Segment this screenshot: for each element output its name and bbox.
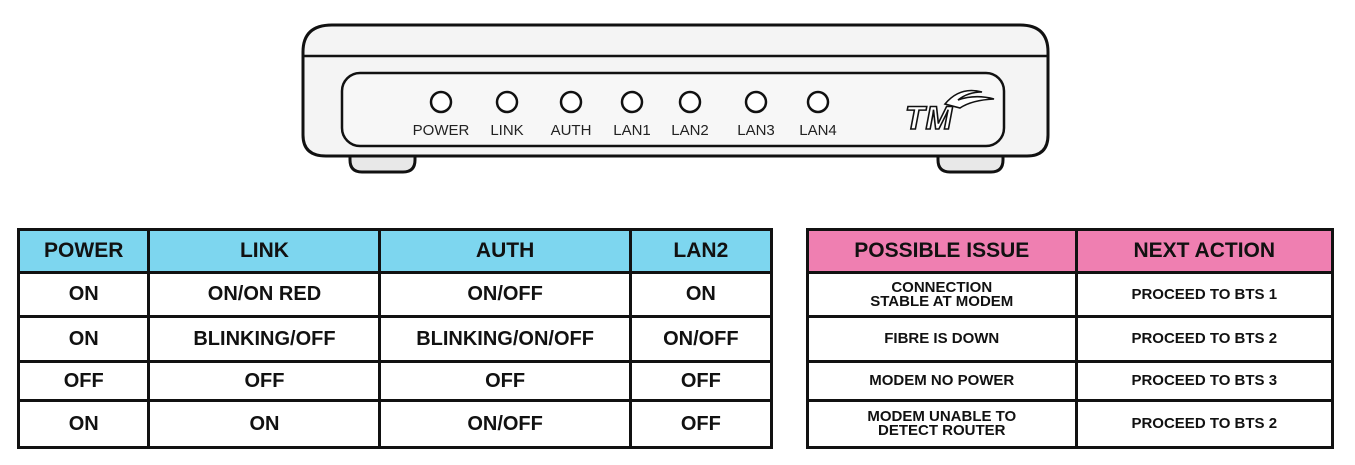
cell-power: ON (16, 271, 151, 318)
header-link: LINK (147, 228, 382, 274)
led-auth-indicator (559, 90, 583, 114)
table-row: FIBRE IS DOWN PROCEED TO BTS 2 (806, 315, 1335, 363)
tm-logo-text: TM (905, 100, 954, 136)
cell-link: OFF (147, 360, 382, 402)
led-power-label: POWER (413, 122, 470, 139)
led-lan1-label: LAN1 (613, 122, 651, 139)
header-next-action: NEXT ACTION (1074, 228, 1335, 274)
modem-illustration: POWER LINK AUTH LAN1 LAN2 LAN3 LAN4 TM (301, 23, 1050, 174)
cell-action: PROCEED TO BTS 2 (1074, 399, 1335, 449)
led-lan3-label: LAN3 (737, 122, 775, 139)
led-lan3-indicator (744, 90, 768, 114)
table-row: ON ON ON/OFF OFF (16, 399, 774, 449)
cell-link: ON (147, 399, 382, 449)
led-auth-label: AUTH (551, 122, 592, 139)
led-lan1-indicator (620, 90, 644, 114)
action-table-header-row: POSSIBLE ISSUE NEXT ACTION (806, 228, 1335, 274)
cell-lan2: OFF (628, 360, 774, 402)
cell-action: PROCEED TO BTS 2 (1074, 315, 1335, 363)
cell-action: PROCEED TO BTS 3 (1074, 360, 1335, 402)
led-link-indicator (495, 90, 519, 114)
table-row: ON ON/ON RED ON/OFF ON (16, 271, 774, 318)
cell-action: PROCEED TO BTS 1 (1074, 271, 1335, 318)
cell-power: ON (16, 315, 151, 363)
header-power: POWER (16, 228, 151, 274)
cell-lan2: ON/OFF (628, 315, 774, 363)
table-row: OFF OFF OFF OFF (16, 360, 774, 402)
cell-power: ON (16, 399, 151, 449)
table-row: MODEM NO POWER PROCEED TO BTS 3 (806, 360, 1335, 402)
tm-logo-swoosh (943, 89, 995, 109)
led-lan2-label: LAN2 (671, 122, 709, 139)
cell-auth: ON/OFF (378, 271, 632, 318)
cell-issue: FIBRE IS DOWN (806, 315, 1078, 363)
tm-logo: TM (904, 89, 995, 137)
cell-auth: OFF (378, 360, 632, 402)
led-lan4-indicator (806, 90, 830, 114)
cell-auth: ON/OFF (378, 399, 632, 449)
table-row: ON BLINKING/OFF BLINKING/ON/OFF ON/OFF (16, 315, 774, 363)
cell-issue: MODEM NO POWER (806, 360, 1078, 402)
header-lan2: LAN2 (628, 228, 774, 274)
led-power-indicator (429, 90, 453, 114)
status-table-header-row: POWER LINK AUTH LAN2 (16, 228, 774, 274)
cell-power: OFF (16, 360, 151, 402)
cell-lan2: ON (628, 271, 774, 318)
cell-auth: BLINKING/ON/OFF (378, 315, 632, 363)
led-lan4-label: LAN4 (799, 122, 837, 139)
led-lan2-indicator (678, 90, 702, 114)
cell-lan2: OFF (628, 399, 774, 449)
header-possible-issue: POSSIBLE ISSUE (806, 228, 1078, 274)
cell-link: ON/ON RED (147, 271, 382, 318)
cell-link: BLINKING/OFF (147, 315, 382, 363)
header-auth: AUTH (378, 228, 632, 274)
led-status-table: POWER LINK AUTH LAN2 ON ON/ON RED ON/OFF… (16, 228, 774, 449)
led-link-label: LINK (490, 122, 523, 139)
